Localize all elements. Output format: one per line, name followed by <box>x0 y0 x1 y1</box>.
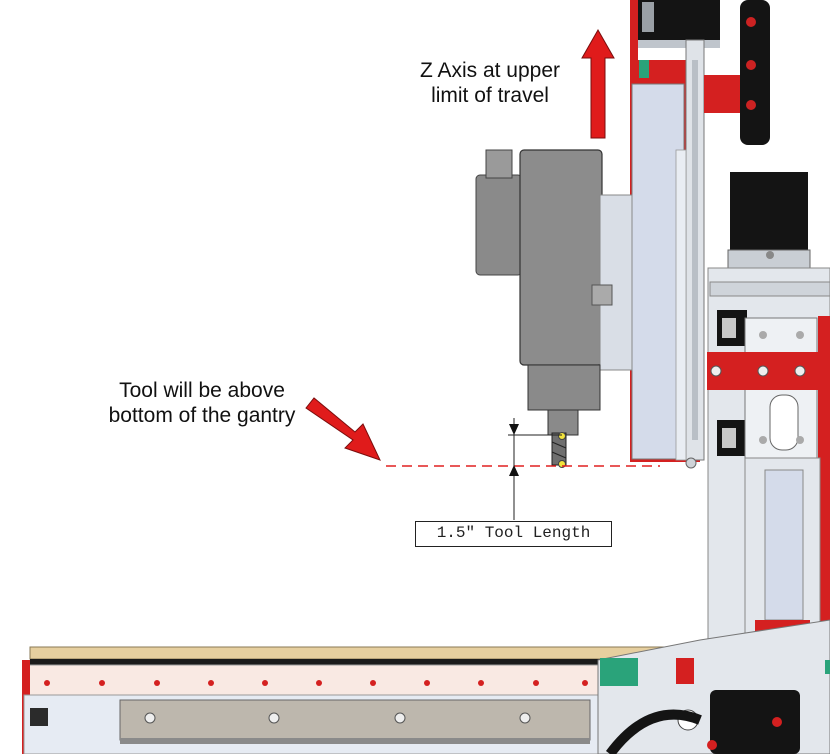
tool-annotation-line1: Tool will be above <box>119 379 285 402</box>
y-axis-carriage <box>707 172 830 669</box>
z-axis-annotation-line2: limit of travel <box>431 84 549 107</box>
tool-annotation: Tool will be above bottom of the gantry <box>82 378 322 428</box>
z-axis-annotation-line1: Z Axis at upper <box>419 59 561 82</box>
z-axis-carriage <box>630 0 770 469</box>
z-axis-up-arrow <box>581 28 615 139</box>
tool-length-label: 1.5" Tool Length <box>415 521 612 547</box>
tool-pointer-arrow <box>305 397 381 461</box>
spindle <box>475 149 633 468</box>
tool-annotation-line2: bottom of the gantry <box>108 404 296 427</box>
tool-length-dimension <box>508 418 562 520</box>
z-axis-annotation: Z Axis at upper limit of travel <box>395 58 585 108</box>
gantry-base <box>22 619 830 754</box>
